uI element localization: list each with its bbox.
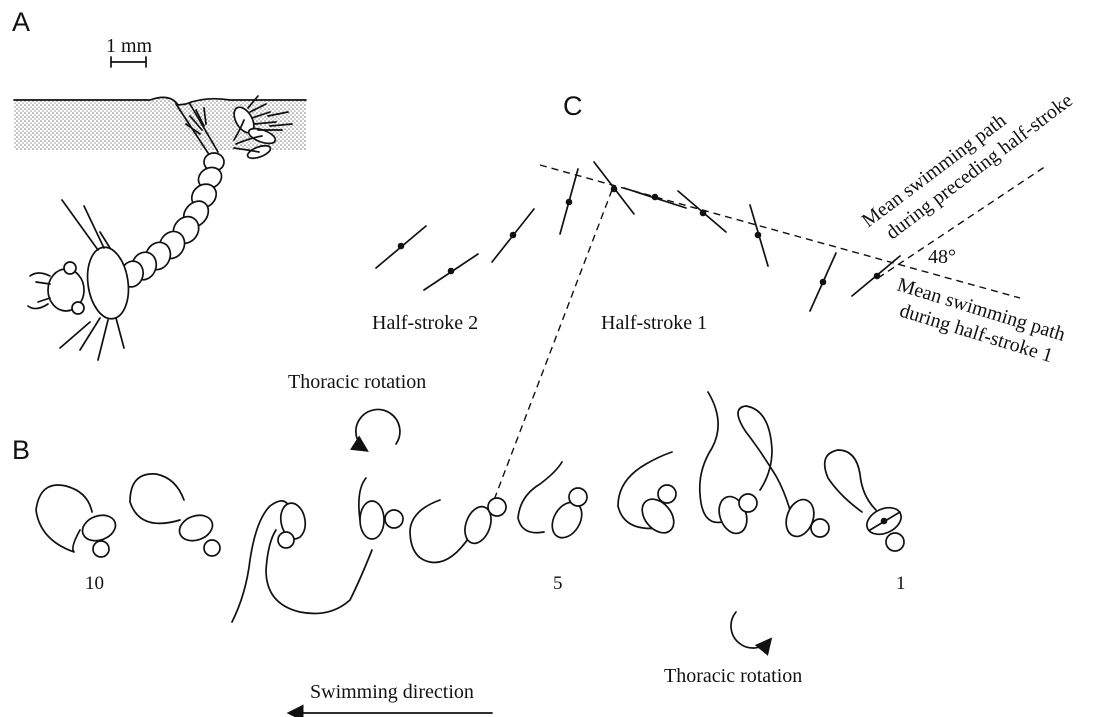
scale-bar: 1 mm <box>106 35 153 67</box>
tick-half-stroke-1-f <box>852 256 900 296</box>
larva-thorax <box>83 245 133 322</box>
tick-half-stroke-2-c <box>492 209 534 262</box>
larva-frame-9 <box>130 474 220 556</box>
frame-number-1: 1 <box>896 573 906 594</box>
larva-frame-10 <box>36 485 119 557</box>
tick-half-stroke-1-c <box>678 191 726 232</box>
mean-path-preceding-line2: during preceding half-stroke <box>882 89 1077 244</box>
larva-frame-8 <box>232 501 308 622</box>
mean-path-preceding-label: Mean swimming path during preceding half… <box>858 70 1077 251</box>
frame-number-10: 10 <box>85 573 104 594</box>
frame-number-5: 5 <box>553 573 563 594</box>
half-stroke-2-label: Half-stroke 2 <box>372 312 478 334</box>
tick-half-stroke-2-d <box>560 169 578 234</box>
tick-half-stroke-2-b <box>424 254 478 290</box>
angle-label: 48° <box>928 246 956 268</box>
panel-c-letter: C <box>563 91 583 121</box>
thoracic-rotation-bottom-label: Thoracic rotation <box>664 665 802 687</box>
larva-sequence <box>36 392 905 622</box>
panel-a-letter: A <box>12 7 30 37</box>
larva-eye-upper <box>64 262 76 274</box>
panel-b-letter: B <box>12 435 30 465</box>
larva-frame-1 <box>825 450 906 551</box>
swimming-direction-label: Swimming direction <box>310 681 474 703</box>
larva-frame-3 <box>700 392 757 537</box>
tick-half-stroke-2-a <box>376 226 426 268</box>
larva-frame-6 <box>410 498 506 562</box>
larva-mouth-brushes <box>28 273 50 309</box>
larva-eye-lower <box>72 302 84 314</box>
thorax-orientation-ticks <box>376 162 900 311</box>
thoracic-rotation-bottom-arrow <box>731 612 770 648</box>
thoracic-rotation-top-label: Thoracic rotation <box>288 371 426 393</box>
scale-bar-label: 1 mm <box>106 35 153 57</box>
larva-frame-4 <box>618 452 680 539</box>
tick-half-stroke-1-b <box>624 188 686 208</box>
mean-path-hs1-label: Mean swimming path during half-stroke 1 <box>888 274 1068 369</box>
thoracic-rotation-top-arrow <box>356 409 400 450</box>
tick-half-stroke-1-a <box>594 162 634 214</box>
tick-half-stroke-1-e <box>810 253 836 311</box>
tick-half-stroke-1-d <box>750 205 768 266</box>
larva-frame-5 <box>518 462 588 543</box>
half-stroke-1-label: Half-stroke 1 <box>601 312 707 334</box>
larva-frame-2 <box>738 406 829 540</box>
